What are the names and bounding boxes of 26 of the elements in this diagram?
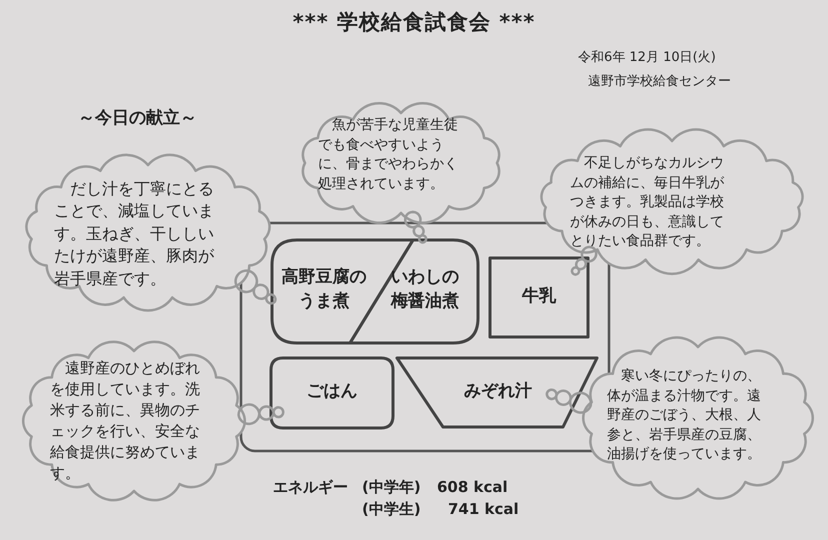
date-text: 令和6年 12月 10日(火) — [578, 49, 716, 66]
bubble-tail — [546, 388, 592, 414]
dish-compartment — [350, 240, 478, 343]
grade-label: (中学生) — [362, 500, 421, 519]
dish-compartment — [490, 258, 588, 337]
dish-compartment — [397, 358, 597, 428]
bubble-text: 遠野産のひとめぼれを使用しています。洗米する前に、異物のチェックを行い、安全な給食提供に努めています。 — [50, 358, 201, 484]
organization-text: 遠野市学校給食センター — [588, 73, 731, 90]
bubble-text: 不足しがちなカルシウムの補給に、毎日牛乳がつきます。乳製品は学校が休みの日も、意識してとりたい食品群です。 — [570, 154, 725, 252]
bubble-tail — [234, 269, 277, 305]
menu-heading: ～今日の献立～ — [78, 107, 197, 129]
dish-name: 高野豆腐のうま煮 — [280, 266, 368, 313]
energy-label: エネルギー — [273, 478, 348, 497]
dish-name: 牛乳 — [521, 285, 558, 308]
dish-name: みぞれ汁 — [463, 380, 533, 403]
title: *** 学校給食試食会 *** — [292, 9, 536, 36]
bubble-text: だし汁を丁寧にとることで、減塩しています。玉ねぎ、干ししいたけが遠野産、豚肉が岩手県産です。 — [54, 178, 216, 290]
dish-compartment — [271, 358, 393, 428]
dish-name: ごはん — [306, 380, 358, 403]
energy-value: 741 kcal — [448, 500, 519, 518]
energy-value: 608 kcal — [437, 478, 508, 496]
bubble-tail — [570, 246, 598, 276]
bubble-text: 魚が苦手な児童生徒でも食べやすいように、骨までやわらかく処理されています。 — [318, 116, 459, 194]
bubble-text: 寒い冬にぴったりの、体が温まる汁物です。遠野産のごぼう、大根、人参と、岩手県産の豆腐、油揚げを使っています。 — [607, 367, 762, 464]
grade-label: (中学年) — [362, 478, 421, 497]
dish-name: いわしの梅醤油煮 — [390, 266, 460, 313]
